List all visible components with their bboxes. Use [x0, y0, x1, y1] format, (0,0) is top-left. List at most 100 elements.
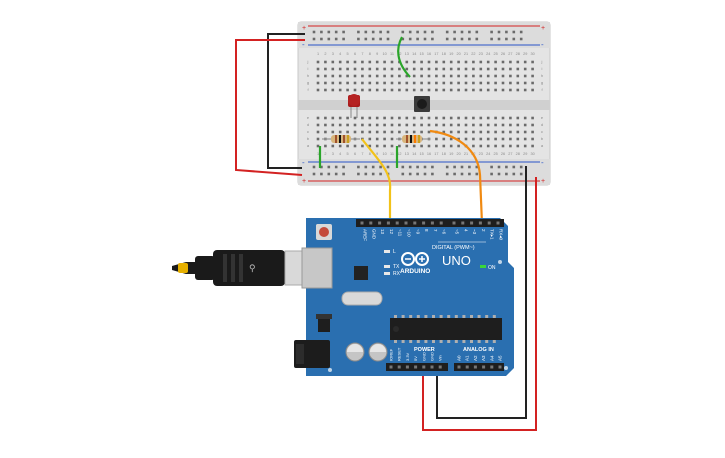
breadboard-hole: [479, 137, 483, 141]
header-pin[interactable]: [457, 365, 461, 369]
chip-pin: [462, 315, 466, 318]
header-pin[interactable]: [389, 365, 393, 369]
breadboard-hole: [427, 74, 431, 78]
wire-green-top[interactable]: [397, 36, 411, 78]
header-pin[interactable]: [397, 365, 401, 369]
header-pin[interactable]: [404, 221, 408, 225]
breadboard-hole: [449, 67, 453, 71]
header-pin[interactable]: [378, 221, 382, 225]
header-pin[interactable]: [498, 365, 502, 369]
header-pin[interactable]: [438, 365, 442, 369]
breadboard-hole: [383, 81, 386, 85]
wire-red-5v[interactable]: [422, 177, 537, 431]
wire-black-gnd[interactable]: [436, 166, 527, 419]
breadboard-hole: [523, 74, 527, 78]
rail-hole: [334, 172, 338, 176]
rail-minus-sign-bl: -: [302, 158, 305, 167]
header-pin[interactable]: [405, 365, 409, 369]
header-pin[interactable]: [422, 221, 426, 225]
breadboard-hole: [361, 88, 364, 92]
header-pin[interactable]: [430, 221, 434, 225]
rail-hole: [312, 165, 316, 169]
rail-hole: [460, 30, 464, 34]
usb-cable[interactable]: ⚲: [172, 250, 310, 286]
header-pin[interactable]: [465, 365, 469, 369]
header-pin[interactable]: [470, 221, 474, 225]
column-number: 26: [501, 152, 505, 156]
header-pin[interactable]: [414, 365, 418, 369]
breadboard-hole: [331, 81, 335, 85]
breadboard-hole: [412, 116, 416, 120]
analog-pin-label: A3: [481, 355, 486, 361]
breadboard-hole: [442, 60, 446, 64]
header-pin[interactable]: [413, 221, 417, 225]
header-pin[interactable]: [473, 365, 477, 369]
breadboard-hole: [435, 67, 438, 71]
breadboard-hole: [472, 123, 475, 127]
breadboard-hole: [435, 74, 438, 78]
header-pin[interactable]: [490, 365, 494, 369]
breadboard-hole: [501, 67, 505, 71]
column-number: 20: [456, 52, 460, 56]
breadboard-hole: [375, 137, 379, 141]
breadboard-hole: [324, 144, 327, 148]
rail-hole: [416, 172, 419, 176]
reset-button[interactable]: [316, 224, 332, 240]
header-pin[interactable]: [360, 221, 364, 225]
breadboard-hole: [509, 81, 512, 85]
header-pin[interactable]: [482, 365, 486, 369]
header-pin[interactable]: [496, 221, 500, 225]
breadboard-hole: [479, 130, 483, 134]
breadboard-hole: [412, 67, 416, 71]
breadboard-hole: [486, 116, 490, 120]
rail-plus-sign-bl: +: [302, 178, 306, 185]
resistor-led[interactable]: [322, 135, 360, 143]
breadboard-hole: [383, 88, 386, 92]
column-number: 13: [405, 152, 409, 156]
breadboard-hole: [375, 123, 379, 127]
header-pin[interactable]: [452, 221, 456, 225]
breadboard-hole: [346, 74, 349, 78]
breadboard-hole: [361, 81, 364, 85]
breadboard-hole: [531, 130, 534, 134]
wire-black-rail[interactable]: [267, 33, 305, 169]
header-pin[interactable]: [487, 221, 491, 225]
breadboard-hole: [390, 74, 394, 78]
breadboard-hole: [472, 144, 475, 148]
wire-red-rail[interactable]: [235, 39, 305, 176]
breadboard-hole: [494, 137, 497, 141]
digital-pin-label: 8: [424, 229, 429, 232]
breadboard-hole: [464, 137, 468, 141]
header-pin[interactable]: [430, 365, 434, 369]
resistor-button[interactable]: [396, 135, 430, 143]
breadboard-hole: [501, 60, 505, 64]
header-pin[interactable]: [395, 221, 399, 225]
breadboard-hole: [331, 74, 335, 78]
header-pin[interactable]: [439, 221, 443, 225]
rail-hole: [416, 165, 419, 169]
header-pin[interactable]: [478, 221, 482, 225]
header-pin[interactable]: [461, 221, 465, 225]
rail-hole: [512, 37, 516, 41]
wire-yellow[interactable]: [361, 138, 392, 224]
breadboard-hole: [531, 116, 534, 120]
breadboard-hole: [390, 144, 394, 148]
breadboard-hole: [383, 144, 386, 148]
row-letter: d: [541, 122, 543, 127]
header-pin[interactable]: [369, 221, 373, 225]
rail-minus-sign-tl: -: [302, 40, 305, 49]
header-pin[interactable]: [422, 365, 426, 369]
chip-pin: [409, 340, 413, 343]
row-letter: h: [541, 73, 543, 78]
breadboard-hole: [523, 60, 527, 64]
led[interactable]: [348, 94, 360, 118]
breadboard-hole: [472, 130, 475, 134]
wire-orange[interactable]: [429, 129, 484, 225]
analog-pin-label: A2: [473, 355, 478, 361]
push-button[interactable]: [414, 96, 430, 112]
rail-hole: [401, 165, 405, 169]
breadboard-hole: [531, 60, 534, 64]
header-pin[interactable]: [386, 221, 390, 225]
